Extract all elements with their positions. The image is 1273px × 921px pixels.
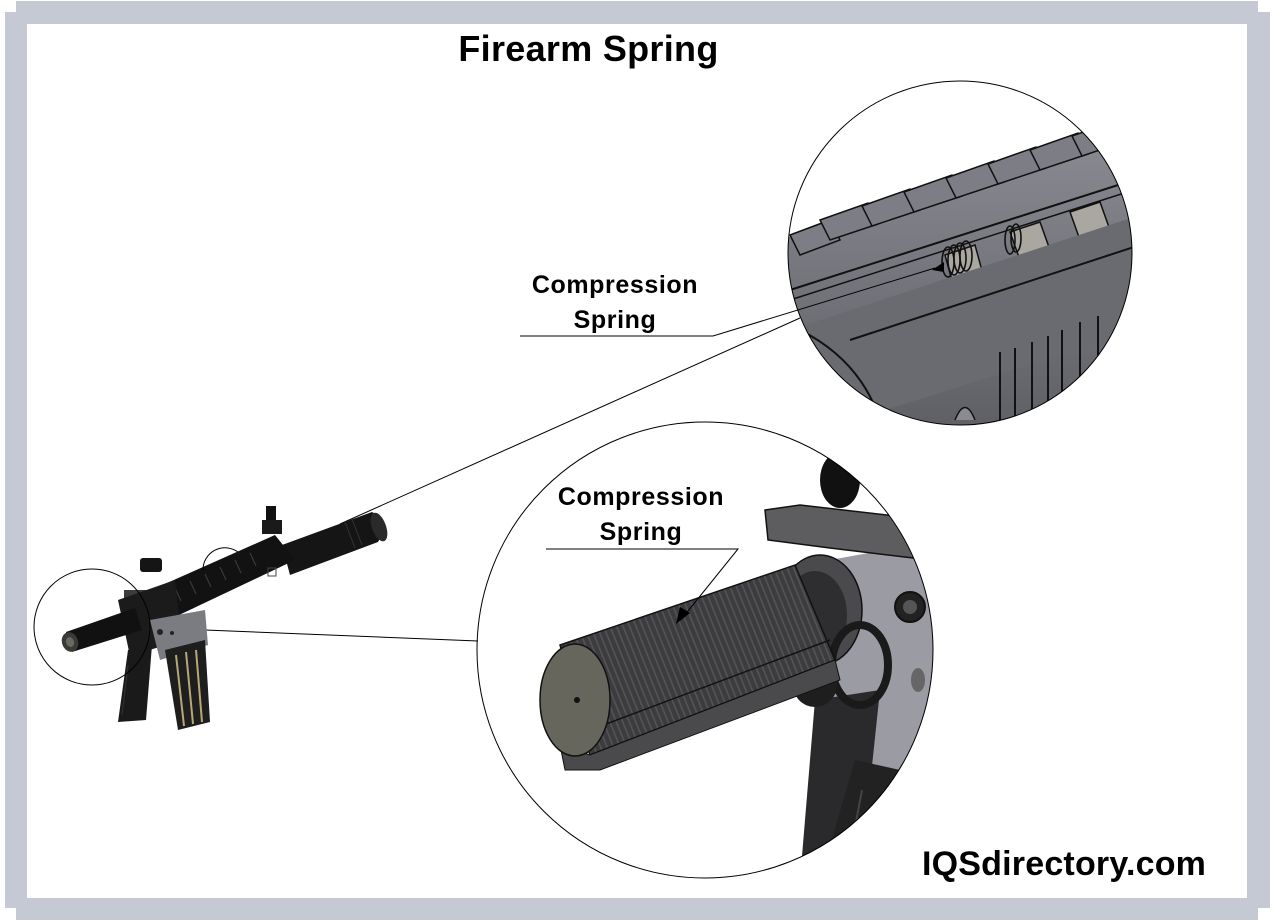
rifle-overview xyxy=(33,506,388,730)
rifle-front-sight xyxy=(262,506,282,534)
charging-handle xyxy=(764,452,931,561)
detail-marker-buttstock xyxy=(33,568,151,686)
rifle-buttstock xyxy=(61,608,142,652)
arrow-head-top xyxy=(932,262,944,272)
rifle-pistol-grip xyxy=(118,645,152,722)
arrow-head-bottom xyxy=(676,607,690,624)
callout-label-buffer-spring: Compression Spring xyxy=(541,480,741,550)
buffer-tube xyxy=(539,564,841,771)
detail-circle-top xyxy=(787,80,1133,426)
detail-marker-rail xyxy=(202,547,239,571)
zoom-connector-lines xyxy=(204,317,801,642)
callout-label-line2: Spring xyxy=(599,518,683,546)
frame-border-bottom xyxy=(16,898,1258,920)
callout-label-line1: Compression xyxy=(557,483,725,511)
brand-watermark: IQSdirectory.com xyxy=(922,845,1207,883)
figure-title: Firearm Spring xyxy=(458,28,719,69)
frame-border-left xyxy=(5,12,27,908)
callout-label-rail-spring: Compression Spring xyxy=(515,268,715,338)
rifle-magazine xyxy=(165,640,210,730)
detail-view-rail-spring xyxy=(787,80,1133,426)
connector-line-buttstock xyxy=(204,629,479,642)
connector-line-rail xyxy=(339,317,801,525)
callout-label-line1: Compression xyxy=(531,271,699,299)
callout-leader-2 xyxy=(546,548,740,617)
spring-coil-rail xyxy=(941,223,1022,278)
frame-border-top xyxy=(16,1,1258,24)
frame-border-right xyxy=(1247,12,1270,908)
callout-label-line2: Spring xyxy=(573,306,657,334)
rifle-suppressor xyxy=(282,512,388,575)
detail-circle-bottom xyxy=(476,421,934,879)
callout-leader-1 xyxy=(520,267,936,337)
